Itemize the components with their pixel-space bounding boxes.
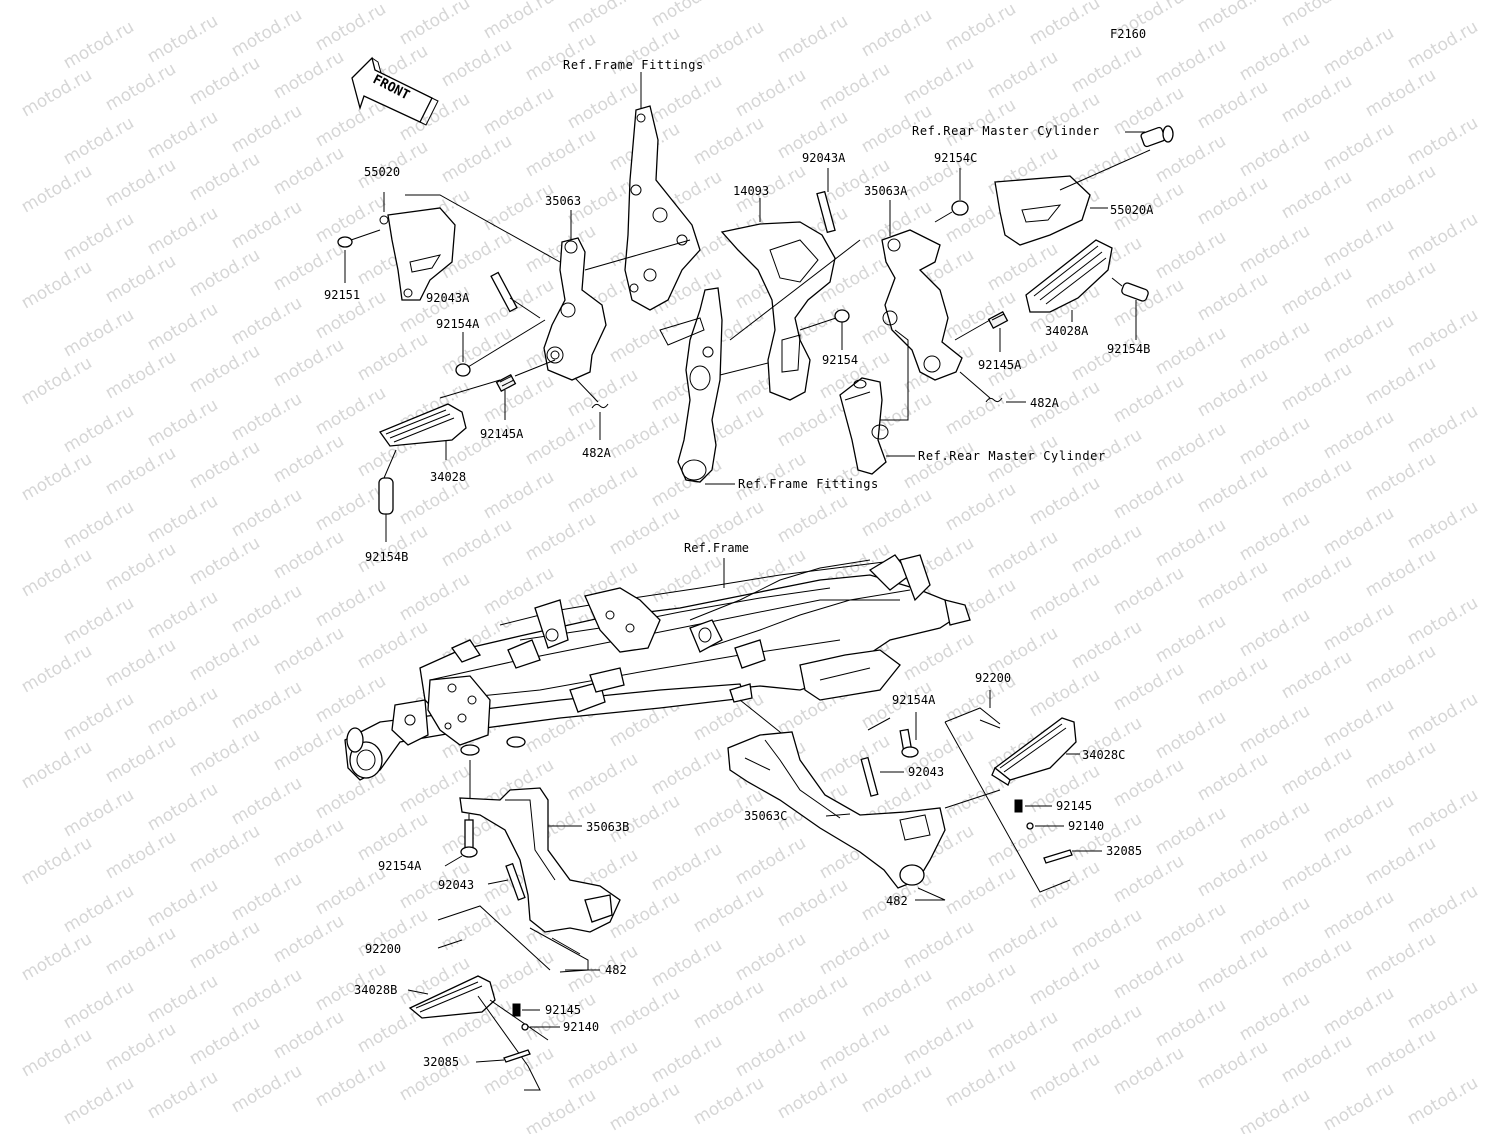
ref-rear-master-cylinder-bottom-label[interactable]: Ref.Rear Master Cylinder (918, 449, 1106, 463)
part-34028b-label[interactable]: 34028B (354, 983, 398, 997)
part-92154a-upper-label[interactable]: 92154A (436, 317, 480, 331)
part-92043a-left-label[interactable]: 92043A (426, 291, 470, 305)
pin-92154b-right-icon (1111, 277, 1149, 302)
part-92154c-label[interactable]: 92154C (934, 151, 978, 165)
footpeg-bracket-35063c (727, 731, 946, 889)
spring-92145-right-icon (1014, 799, 1023, 813)
heel-guard-55020a (994, 175, 1091, 246)
part-92154a-right-label[interactable]: 92154A (892, 693, 936, 707)
part-92154-label[interactable]: 92154 (822, 353, 859, 367)
part-92151-label[interactable]: 92151 (324, 288, 361, 302)
pin-92043a-left-icon (490, 271, 518, 313)
footpeg-34028a (1025, 239, 1113, 313)
ref-frame-label[interactable]: Ref.Frame (684, 541, 750, 555)
bolt-92154-icon (799, 309, 850, 331)
clip-482a-left-icon (591, 403, 609, 409)
part-35063a-label[interactable]: 35063A (864, 184, 908, 198)
part-14093-label[interactable]: 14093 (733, 184, 770, 198)
part-92154a-lower-label[interactable]: 92154A (378, 859, 422, 873)
pin-92043a-center-icon (816, 190, 836, 234)
part-32085-left-label[interactable]: 32085 (423, 1055, 460, 1069)
part-55020a-label[interactable]: 55020A (1110, 203, 1154, 217)
part-482a-right-label[interactable]: 482A (1030, 396, 1059, 410)
footpeg-bracket-35063 (543, 237, 607, 381)
part-32085-right-label[interactable]: 32085 (1106, 844, 1143, 858)
heel-guard-55020 (379, 207, 456, 301)
part-92200-right-label[interactable]: 92200 (975, 671, 1012, 685)
part-92145-left-label[interactable]: 92145 (545, 1003, 582, 1017)
part-92200-left-label[interactable]: 92200 (365, 942, 402, 956)
frame-fitting-arm-lower (659, 287, 723, 483)
spring-92145a-left-icon (495, 373, 517, 393)
bolt-92154a-right-icon (899, 728, 919, 758)
ref-rear-master-cylinder-top-label[interactable]: Ref.Rear Master Cylinder (912, 124, 1100, 138)
part-92154b-right-label[interactable]: 92154B (1107, 342, 1151, 356)
bolt-92154a-lower-icon (460, 819, 478, 858)
part-35063c-label[interactable]: 35063C (744, 809, 788, 823)
footpeg-bracket-35063b (459, 787, 621, 933)
part-34028-label[interactable]: 34028 (430, 470, 467, 484)
diagram-code-label: F2160 (1110, 27, 1147, 41)
main-frame (344, 554, 971, 781)
pin-92043-left-icon (505, 862, 526, 901)
ref-frame-fittings-top-label[interactable]: Ref.Frame Fittings (563, 58, 704, 72)
part-92140-left-label[interactable]: 92140 (563, 1020, 600, 1034)
part-92043-left-label[interactable]: 92043 (438, 878, 475, 892)
part-92043a-center-label[interactable]: 92043A (802, 151, 846, 165)
part-35063b-label[interactable]: 35063B (586, 820, 630, 834)
bolt-92151-icon (337, 229, 381, 248)
bolt-92154a-upper-icon (455, 319, 546, 377)
cotter-pin-32085-right-icon (1043, 849, 1073, 864)
washer-92140-right-icon (1026, 822, 1034, 830)
clip-482a-right-icon (985, 397, 1003, 403)
ref-frame-fittings-bottom-label[interactable]: Ref.Frame Fittings (738, 477, 879, 491)
part-92145-right-label[interactable]: 92145 (1056, 799, 1093, 813)
part-92140-right-label[interactable]: 92140 (1068, 819, 1105, 833)
footpeg-bracket-35063a (881, 229, 963, 381)
spring-92145-left-icon (512, 1003, 521, 1017)
part-482-left-label[interactable]: 482 (605, 963, 627, 977)
part-55020-label[interactable]: 55020 (364, 165, 401, 179)
footpeg-34028c (991, 717, 1077, 786)
pin-92043-right-icon (860, 756, 879, 797)
pin-92154b-left-icon (378, 449, 397, 515)
spring-92145a-right-icon (987, 310, 1009, 330)
footpeg-34028 (378, 379, 501, 447)
footpeg-34028b (408, 975, 496, 1019)
frame-fitting-plate-upper (624, 105, 701, 311)
part-92043-right-label[interactable]: 92043 (908, 765, 945, 779)
part-92145a-right-label[interactable]: 92145A (978, 358, 1022, 372)
part-34028c-label[interactable]: 34028C (1082, 748, 1126, 762)
part-34028a-label[interactable]: 34028A (1045, 324, 1089, 338)
cotter-pin-32085-left-icon (503, 1049, 531, 1063)
part-482-right-label[interactable]: 482 (886, 894, 908, 908)
part-35063-label[interactable]: 35063 (545, 194, 582, 208)
front-arrow-icon: FRONT (351, 56, 439, 126)
part-482a-left-label[interactable]: 482A (582, 446, 611, 460)
washer-92140-left-icon (521, 1023, 529, 1031)
heel-guard-14093 (720, 221, 836, 401)
bolt-92154c-icon (934, 200, 969, 223)
rear-master-cylinder (839, 377, 889, 475)
bolt-rear-master-cylinder-icon (1140, 125, 1174, 148)
part-92145a-left-label[interactable]: 92145A (480, 427, 524, 441)
part-92154b-left-label[interactable]: 92154B (365, 550, 409, 564)
